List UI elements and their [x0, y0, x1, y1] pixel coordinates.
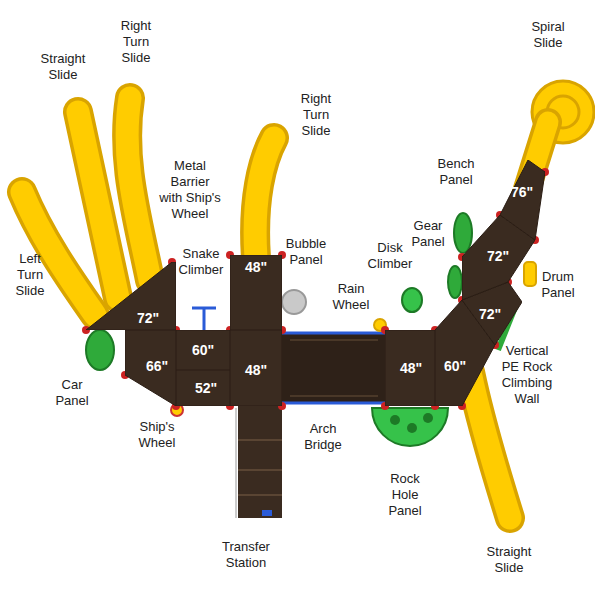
part-label: Metal Barrier with Ship's Wheel [158, 158, 222, 222]
deck-surface [230, 255, 282, 330]
panels [86, 213, 536, 446]
deck-height: 72" [487, 248, 509, 264]
part-label: Transfer Station [219, 539, 274, 571]
posts [82, 168, 549, 410]
deck-platform: 48" [385, 330, 435, 406]
deck-height: 48" [245, 259, 267, 275]
part-label: Gear Panel [406, 218, 451, 250]
part-label: Car Panel [51, 377, 93, 409]
deck-height: 66" [146, 358, 168, 374]
deck-platform: 48" [230, 330, 282, 406]
deck-height: 60" [444, 358, 466, 374]
part-label: Rain Wheel [329, 281, 374, 313]
deck-platform: 66" [125, 330, 176, 406]
part-label: Ship's Wheel [135, 419, 180, 451]
part-label: Snake Climber [176, 246, 226, 278]
part-label: Vertical PE Rock Climbing Wall [499, 343, 555, 407]
deck-shape [86, 262, 176, 330]
deck-height: 52" [195, 380, 217, 396]
part-label: Bench Panel [434, 156, 479, 188]
deck-height: 48" [400, 360, 422, 376]
slides [22, 98, 510, 518]
deck-height: 48" [245, 362, 267, 378]
part-label: Rock Hole Panel [380, 471, 430, 519]
deck-surface [176, 370, 230, 406]
deck-shape [500, 160, 545, 240]
deck-height: 72" [479, 306, 501, 322]
transfer-station [236, 406, 282, 518]
deck-platform: 76" [500, 160, 545, 240]
part-label: Right Turn Slide [294, 91, 339, 139]
deck-platform: 60" [176, 330, 230, 370]
deck-surface [500, 160, 545, 240]
part-label: Right Turn Slide [114, 18, 159, 66]
deck-surface [385, 330, 435, 406]
deck-height: 60" [192, 342, 214, 358]
deck-height: 72" [137, 310, 159, 326]
part-label: Spiral Slide [526, 19, 571, 51]
part-label: Disk Climber [365, 240, 415, 272]
deck-surface [230, 330, 282, 406]
deck-platform: 72" [86, 262, 176, 330]
deck-platform: 48" [230, 255, 282, 330]
deck-platform: 52" [176, 370, 230, 406]
deck-height: 76" [511, 184, 533, 200]
part-label: Straight Slide [482, 544, 537, 576]
deck-surface [125, 330, 176, 406]
part-label: Left Turn Slide [9, 251, 51, 299]
part-label: Arch Bridge [301, 421, 346, 453]
part-label: Straight Slide [36, 51, 91, 83]
part-label: Drum Panel [536, 269, 581, 301]
deck-surface [176, 330, 230, 370]
deck-surface [86, 262, 176, 330]
arch-bridge [282, 332, 386, 404]
part-label: Bubble Panel [282, 236, 330, 268]
